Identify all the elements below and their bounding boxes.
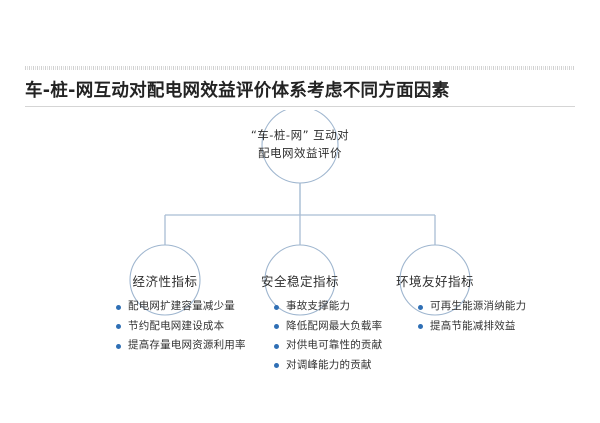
list-item-label: 提高存量电网资源利用率 xyxy=(128,339,246,352)
list-item-label: 事故支撑能力 xyxy=(286,300,351,312)
bullet-dot-icon xyxy=(116,343,121,349)
list-item-label: 降低配网最大负载率 xyxy=(286,319,383,332)
list-item-label: 可再生能源消纳能力 xyxy=(430,300,527,312)
list-item: 对供电可靠性的贡献 xyxy=(274,339,444,352)
bullet-dot-icon xyxy=(274,343,279,349)
top-decorative-rule xyxy=(25,66,575,70)
list-item: 降低配网最大负载率 xyxy=(274,320,444,333)
environment-node-circle xyxy=(399,244,471,316)
list-item: 可再生能源消纳能力 xyxy=(418,300,588,313)
page-title: 车-桩-网互动对配电网效益评价体系考虑不同方面因素 xyxy=(25,81,450,101)
title-divider xyxy=(25,106,575,107)
bullet-dot-icon xyxy=(418,324,423,330)
list-item: 提高存量电网资源利用率 xyxy=(116,339,286,352)
bullet-dot-icon xyxy=(274,304,279,310)
list-item: 节约配电网建设成本 xyxy=(116,320,286,333)
list-item: 事故支撑能力 xyxy=(274,300,444,313)
diagram-connectors xyxy=(129,110,471,316)
bullet-dot-icon xyxy=(116,304,121,310)
list-item: 配电网扩建容量减少量 xyxy=(116,300,286,313)
org-chart-diagram: “车-桩-网” 互动对 配电网效益评价 经济性指标 安全稳定指标 环境友好指标 … xyxy=(0,110,600,410)
list-item: 对调峰能力的贡献 xyxy=(274,359,444,372)
root-node-label: “车-桩-网” 互动对 配电网效益评价 xyxy=(200,127,400,163)
environment-node-label: 环境友好指标 xyxy=(395,274,474,289)
economic-item-list: 配电网扩建容量减少量 节约配电网建设成本 提高存量电网资源利用率 xyxy=(116,300,286,359)
economic-node-circle xyxy=(129,244,201,316)
bullet-dot-icon xyxy=(274,363,279,369)
list-item: 提高节能减排效益 xyxy=(418,320,588,333)
bullet-dot-icon xyxy=(116,324,121,330)
root-node-label-line1: “车-桩-网” 互动对 xyxy=(250,128,350,142)
list-item-label: 配电网扩建容量减少量 xyxy=(128,300,235,312)
safety-stability-node-label: 安全稳定指标 xyxy=(260,274,339,289)
bullet-dot-icon xyxy=(418,304,423,310)
list-item-label: 节约配电网建设成本 xyxy=(128,319,225,332)
list-item-label: 提高节能减排效益 xyxy=(430,319,516,332)
bullet-dot-icon xyxy=(274,324,279,330)
root-node-label-line2: 配电网效益评价 xyxy=(258,145,342,160)
environment-item-list: 可再生能源消纳能力 提高节能减排效益 xyxy=(418,300,588,339)
safety-stability-item-list: 事故支撑能力 降低配网最大负载率 对供电可靠性的贡献 对调峰能力的贡献 xyxy=(274,300,444,379)
safety-stability-node-circle xyxy=(264,244,336,316)
economic-node-label: 经济性指标 xyxy=(132,274,198,289)
list-item-label: 对调峰能力的贡献 xyxy=(286,358,372,371)
list-item-label: 对供电可靠性的贡献 xyxy=(286,339,383,352)
